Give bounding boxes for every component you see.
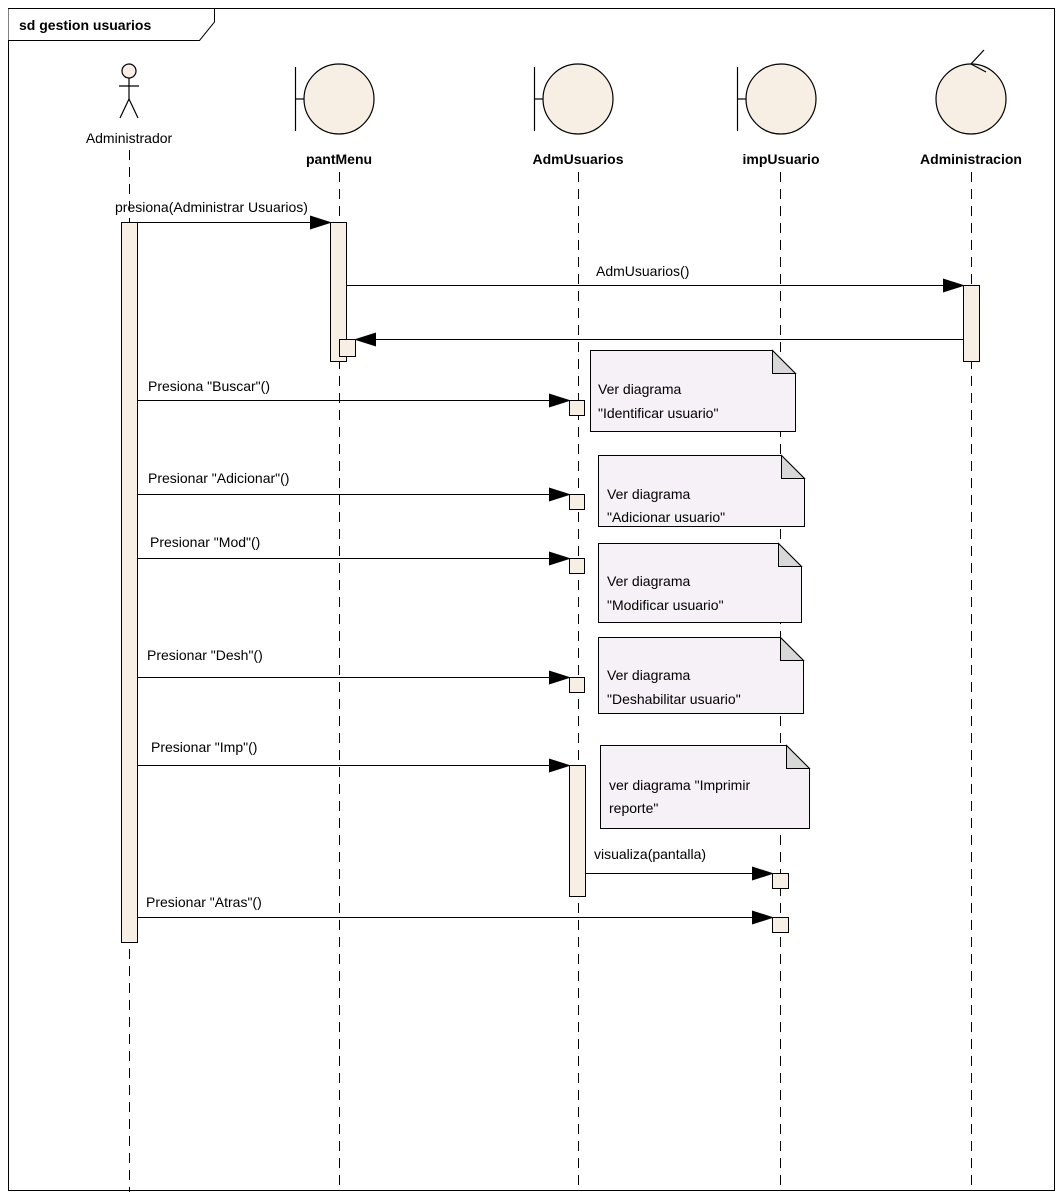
message-labels: presiona(Administrar Usuarios) AdmUsuari…	[115, 199, 706, 910]
frame-title: sd gestion usuarios	[19, 17, 151, 33]
lifeline-name-administracion: Administracion	[920, 151, 1022, 167]
frame-title-tab	[8, 8, 215, 41]
lifeline-name-administrador: Administrador	[86, 130, 173, 146]
activation-admusuarios-adicionar	[569, 494, 585, 510]
note-body	[600, 745, 810, 829]
boundary-icon	[736, 63, 817, 135]
note-identificar: Ver diagrama "Identificar usuario"	[590, 349, 797, 432]
note-line: Ver diagrama	[598, 381, 681, 397]
activation-pantmenu	[330, 222, 347, 362]
lifeline-admusuarios: AdmUsuarios	[532, 63, 624, 167]
note-line: Ver diagrama	[607, 667, 690, 683]
activations	[121, 222, 980, 943]
lifeline-administracion: Administracion	[920, 49, 1022, 167]
lifeline-name-admusuarios: AdmUsuarios	[532, 151, 623, 167]
activation-admusuarios-imp	[569, 765, 586, 897]
message-label: Presionar "Desh"()	[147, 647, 263, 663]
note-imprimir: ver diagrama "Imprimir reporte"	[600, 744, 811, 829]
message-label: Presiona "Buscar"()	[148, 378, 270, 394]
diagram-frame	[8, 8, 1055, 1191]
control-icon	[935, 49, 1007, 135]
activation-admusuarios-desh	[569, 677, 585, 693]
note-line: Ver diagrama	[607, 573, 690, 589]
note-fold	[772, 349, 797, 374]
message-label: presiona(Administrar Usuarios)	[115, 199, 308, 215]
note-fold	[781, 454, 806, 479]
activation-impusuario-atras	[772, 917, 789, 933]
actor-icon	[119, 63, 139, 119]
note-line: Ver diagrama	[607, 486, 690, 502]
activation-admusuarios-buscar	[569, 400, 585, 416]
note-line: "Deshabilitar usuario"	[607, 691, 741, 707]
message-label: Presionar "Imp"()	[151, 739, 257, 755]
lifeline-name-impusuario: impUsuario	[742, 151, 819, 167]
note-adicionar: Ver diagrama "Adicionar usuario"	[598, 454, 806, 527]
note-line: "Identificar usuario"	[598, 405, 718, 421]
note-fold	[786, 744, 811, 769]
message-label: Presionar "Adicionar"()	[148, 470, 289, 486]
lifeline-administrador: Administrador	[86, 63, 173, 146]
note-modificar: Ver diagrama "Modificar usuario"	[598, 542, 803, 623]
lifeline-name-pantmenu: pantMenu	[306, 151, 372, 167]
messages	[138, 215, 965, 925]
note-body	[598, 637, 804, 714]
note-line: ver diagrama "Imprimir	[609, 777, 750, 793]
lifeline-pantmenu: pantMenu	[294, 63, 375, 167]
activation-administracion	[963, 285, 980, 362]
note-line: reporte"	[609, 800, 658, 816]
boundary-icon	[294, 63, 375, 135]
note-body	[598, 543, 802, 623]
note-body	[590, 350, 796, 432]
note-line: "Modificar usuario"	[607, 597, 724, 613]
message-label: visualiza(pantalla)	[594, 846, 706, 862]
note-fold	[780, 636, 805, 661]
lifeline-impusuario: impUsuario	[736, 63, 820, 167]
boundary-icon	[533, 63, 614, 135]
note-line: "Adicionar usuario"	[607, 509, 725, 525]
note-deshabilitar: Ver diagrama "Deshabilitar usuario"	[598, 636, 805, 714]
message-label: Presionar "Mod"()	[150, 534, 260, 550]
activation-pantmenu-return	[339, 339, 356, 357]
note-fold	[778, 542, 803, 567]
message-label: AdmUsuarios()	[596, 263, 689, 279]
note-body	[598, 455, 805, 527]
activation-impusuario-visualiza	[772, 873, 789, 889]
message-label: Presionar "Atras"()	[146, 894, 262, 910]
activation-administrador	[121, 222, 138, 943]
activation-admusuarios-mod	[569, 558, 585, 574]
